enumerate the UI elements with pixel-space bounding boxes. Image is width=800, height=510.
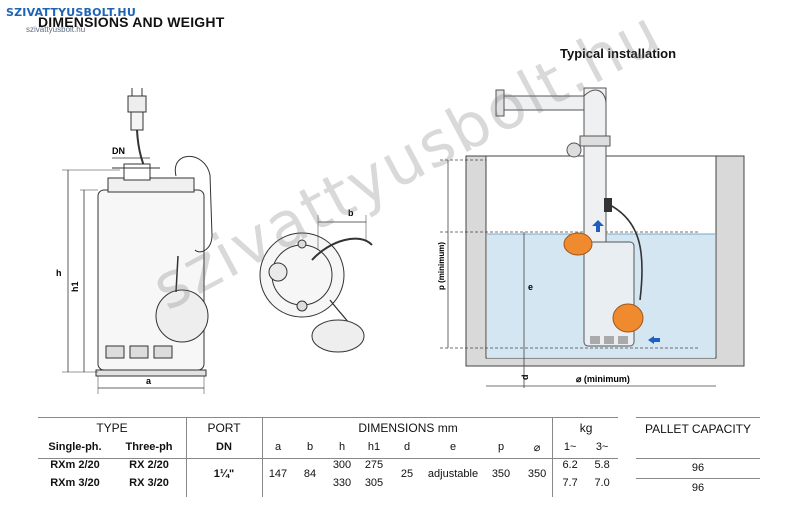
installation-diagram	[440, 87, 745, 388]
row2-single: RXm 3/20	[50, 477, 100, 489]
row1-kg3: 5.8	[594, 459, 610, 471]
row1-single: RXm 2/20	[50, 459, 100, 471]
value-a: 147	[268, 468, 288, 480]
row2-three: RX 3/20	[129, 477, 169, 489]
col-b: b	[306, 441, 314, 453]
table-divider-dims	[552, 417, 553, 497]
label-h: h	[56, 268, 62, 278]
label-h1: h1	[70, 281, 80, 292]
label-minimum: ⌀ (minimum)	[576, 374, 630, 384]
three-ph-header: Three-ph	[125, 441, 173, 453]
row2-h: 330	[332, 477, 352, 489]
value-e: adjustable	[427, 468, 479, 480]
pallet-header: PALLET CAPACITY	[644, 422, 752, 436]
brand-logo: SZIVATTYUSBOLT.HU	[6, 6, 136, 19]
pallet-value-2: 96	[691, 482, 705, 494]
col-e: e	[449, 441, 457, 453]
col-diam: ⌀	[533, 441, 541, 454]
pump-side-view	[62, 88, 213, 394]
value-b: 84	[303, 468, 317, 480]
row1-kg1: 6.2	[562, 459, 578, 471]
label-e: e	[528, 282, 533, 292]
installation-title: Typical installation	[560, 46, 677, 61]
col-h1: h1	[367, 441, 381, 453]
label-d: d	[520, 375, 530, 381]
row1-h: 300	[332, 459, 352, 471]
kg-header: kg	[579, 421, 593, 435]
row1-three: RX 2/20	[129, 459, 169, 471]
col-kg1: 1~	[563, 441, 577, 453]
value-p: 350	[491, 468, 511, 480]
port-dn-header: DN	[216, 441, 232, 453]
row1-h1: 275	[364, 459, 384, 471]
single-ph-header: Single-ph.	[48, 441, 102, 453]
table-row: RXm 2/20 RX 2/20 1¼" 147 84 300 275 25 a…	[38, 456, 618, 480]
value-diam: 350	[527, 468, 547, 480]
label-a: a	[146, 376, 152, 386]
type-header: TYPE	[96, 421, 128, 435]
col-a: a	[274, 441, 282, 453]
table-top-rule	[38, 417, 618, 418]
pump-top-view	[259, 215, 373, 353]
brand-url: szivattyusbolt.hu	[26, 25, 86, 34]
value-d: 25	[400, 468, 414, 480]
dimensions-table: TYPE PORT DIMENSIONS mm kg Single-ph. Th…	[38, 418, 618, 492]
technical-drawings: DN h h1 a b	[56, 87, 745, 394]
pallet-top-rule	[636, 417, 760, 418]
page-title: DIMENSIONS AND WEIGHT	[38, 14, 225, 30]
col-p: p	[497, 441, 505, 453]
dims-header: DIMENSIONS mm	[358, 421, 458, 435]
col-h: h	[338, 441, 346, 453]
col-kg3: 3~	[595, 441, 609, 453]
label-p: p (minimum)	[437, 242, 446, 290]
table-divider-type	[186, 417, 187, 497]
label-dn: DN	[112, 146, 125, 156]
table-row: RXm 3/20 RX 3/20 330 305 7.7 7.0	[38, 474, 618, 492]
port-header: PORT	[207, 421, 241, 435]
label-b: b	[348, 208, 354, 218]
row2-kg3: 7.0	[594, 477, 610, 489]
table-divider-port	[262, 417, 263, 497]
row2-kg1: 7.7	[562, 477, 578, 489]
pallet-mid-rule	[636, 458, 760, 459]
table-mid-rule	[38, 458, 618, 459]
row2-h1: 305	[364, 477, 384, 489]
port-value: 1¼"	[213, 468, 235, 480]
pallet-value-1: 96	[691, 462, 705, 474]
col-d: d	[403, 441, 411, 453]
pallet-row-rule	[636, 478, 760, 479]
